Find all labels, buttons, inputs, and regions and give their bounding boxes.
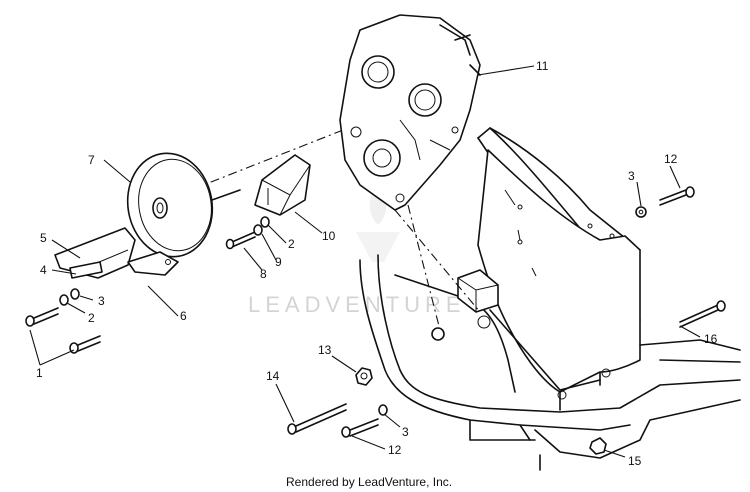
render-credit: Rendered by LeadVenture, Inc. [286, 475, 452, 489]
callout-3-left: 3 [98, 294, 105, 308]
callout-14: 14 [266, 369, 280, 383]
callout-12-bottom: 12 [388, 443, 402, 457]
callout-6: 6 [180, 309, 187, 323]
callout-4: 4 [40, 263, 47, 277]
frame-skid-plate [359, 127, 741, 471]
callout-3-right: 3 [628, 169, 635, 183]
drive-pulley [126, 152, 241, 258]
hardware [25, 186, 726, 455]
callout-8: 8 [260, 267, 267, 281]
callout-11: 11 [536, 59, 549, 73]
callout-15: 15 [628, 454, 642, 468]
mounting-plate [54, 227, 179, 279]
callout-13: 13 [318, 343, 332, 357]
callout-3-bottom: 3 [402, 425, 409, 439]
callout-9: 9 [275, 255, 282, 269]
callout-2-bracket: 2 [288, 237, 295, 251]
callout-labels: 1 2 2 3 3 3 4 5 6 7 8 9 10 11 12 12 13 1… [36, 59, 718, 468]
gearcase-housing [339, 14, 481, 211]
mount-bracket [254, 154, 311, 216]
watermark-text: LEADVENTURE [248, 292, 466, 317]
callout-1: 1 [36, 366, 43, 380]
callout-2-left: 2 [88, 311, 95, 325]
watermark: LEADVENTURE [248, 185, 466, 317]
callout-5: 5 [40, 231, 47, 245]
leader-lines [29, 65, 701, 458]
callout-16: 16 [704, 332, 718, 346]
callout-12-top: 12 [664, 152, 678, 166]
callout-10: 10 [322, 229, 336, 243]
callout-7: 7 [88, 153, 95, 167]
